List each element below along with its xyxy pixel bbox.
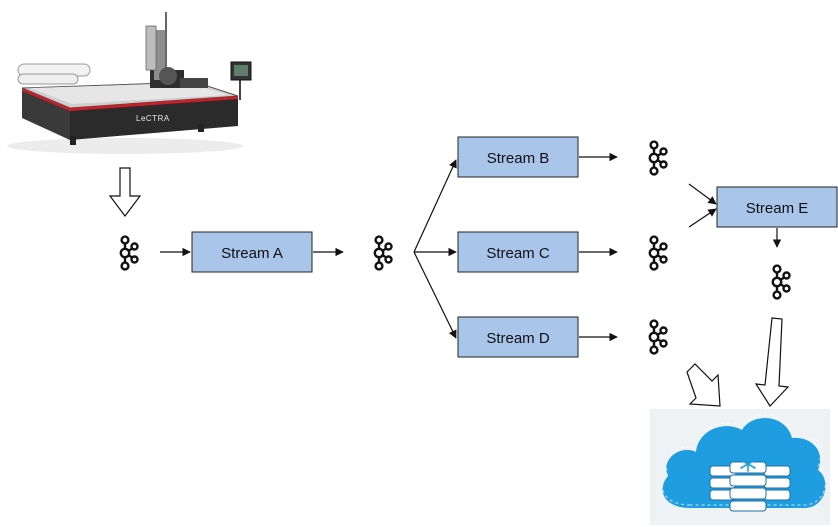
arrow-topic-c-to-stream-e: [688, 208, 717, 228]
topic-e-icon: [771, 264, 791, 300]
ingest-arrow: [108, 167, 142, 217]
cutting-machine-icon: LeCTRA: [7, 12, 252, 154]
topic-b-icon: [648, 140, 668, 176]
topic-source-icon: [119, 235, 139, 271]
stream-c-box: Stream C: [457, 231, 579, 273]
topic-c-icon: [648, 235, 668, 271]
topic-a-icon: [373, 235, 393, 271]
stream-b-box: Stream B: [457, 136, 579, 178]
storage-arrow-right: [754, 317, 790, 407]
arrow-topic-b-to-stream-e: [688, 183, 717, 205]
arrow-fan-to-stream-d: [413, 251, 457, 339]
stream-d-box: Stream D: [457, 316, 579, 358]
cloud-database-icon: [650, 409, 830, 525]
stream-e-label: Stream E: [746, 200, 809, 217]
arrow-fan-to-stream-b: [413, 159, 457, 253]
topic-d-icon: [648, 319, 668, 355]
stream-d-label: Stream D: [486, 330, 550, 347]
machine-brand-label: LeCTRA: [136, 114, 170, 123]
stream-b-label: Stream B: [487, 150, 550, 167]
stream-c-label: Stream C: [486, 245, 550, 262]
stream-e-box: Stream E: [716, 186, 838, 228]
storage-arrow-left: [686, 363, 721, 407]
stream-a-label: Stream A: [221, 245, 283, 262]
stream-a-box: Stream A: [191, 231, 313, 273]
